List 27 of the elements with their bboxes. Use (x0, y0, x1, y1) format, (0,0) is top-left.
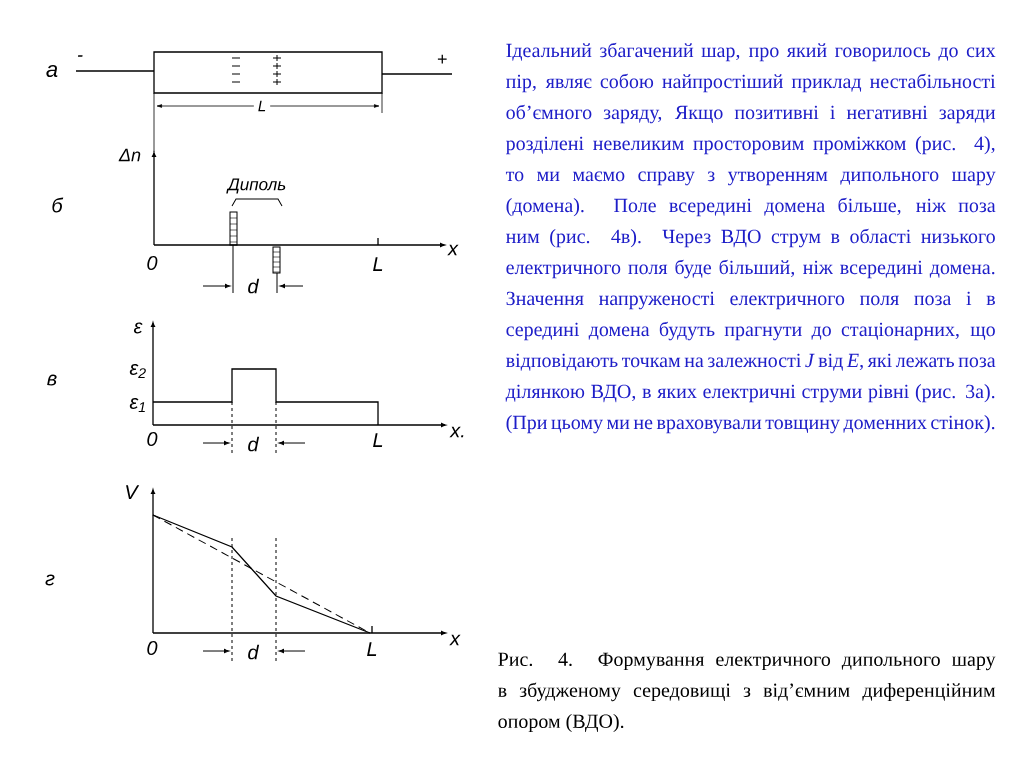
figure-caption: Рис. 4. Формування електричного дипольного шару в збудженому середовищі з від’ємним диференційним опором (ВДО). (498, 652, 996, 733)
panel-label: в (47, 374, 57, 386)
tick-label: 0 (147, 431, 158, 447)
body-text: Ідеальний збагачений шар, про який говорилось до сих пір, являє собою найпростіший приклад нестабільності об’ємного заряду, Якщо позитивні і негативні заряди розділені невеликим просторовим проміжком (рис. 4), то ми маємо справу з утворенням дипольного шару (домена). Поле всередині домена більше, ніж поза ним (рис. 4в). Через ВДО струм в області низького електричного поля буде більший, ніж всередині домена. Значення напруженості електричного поля поза і в середині домена будуть прагнути до стаціонарних, що відповідають точкам на залежності J від E, які лежать поза ділянкою ВДО, в яких електричні струми рівні (рис. 3а). (При цьому ми не враховували товщину доменних стінок). (505, 42, 996, 434)
tick-label: L (373, 257, 383, 271)
tick-label: ε$_{1}$ (129, 398, 145, 412)
terminal-sign: + (437, 54, 447, 64)
tick-label: L (373, 433, 383, 447)
dimension-label: L (253, 99, 271, 113)
axis-label: x (447, 244, 459, 256)
terminal-sign: - (77, 55, 83, 57)
axis-label: ε (133, 322, 143, 334)
tick-label: L (367, 642, 377, 656)
tick-label: 0 (147, 640, 158, 656)
axis-label: Δn (118, 148, 141, 162)
axis-label: x (449, 634, 461, 646)
panel-label: б (52, 197, 64, 213)
axis-label: V (126, 485, 140, 499)
dimension-label: d (248, 644, 260, 660)
tick-label: 0 (147, 255, 158, 271)
dimension-label: d (248, 436, 260, 452)
axis-label: x. (449, 426, 464, 438)
tick-label: ε$_{2}$ (129, 364, 146, 378)
dimension-label: d (248, 278, 260, 294)
panel-label: г (45, 574, 55, 586)
dipole-label: Диполь (226, 178, 286, 194)
panel-label: а (46, 64, 58, 78)
